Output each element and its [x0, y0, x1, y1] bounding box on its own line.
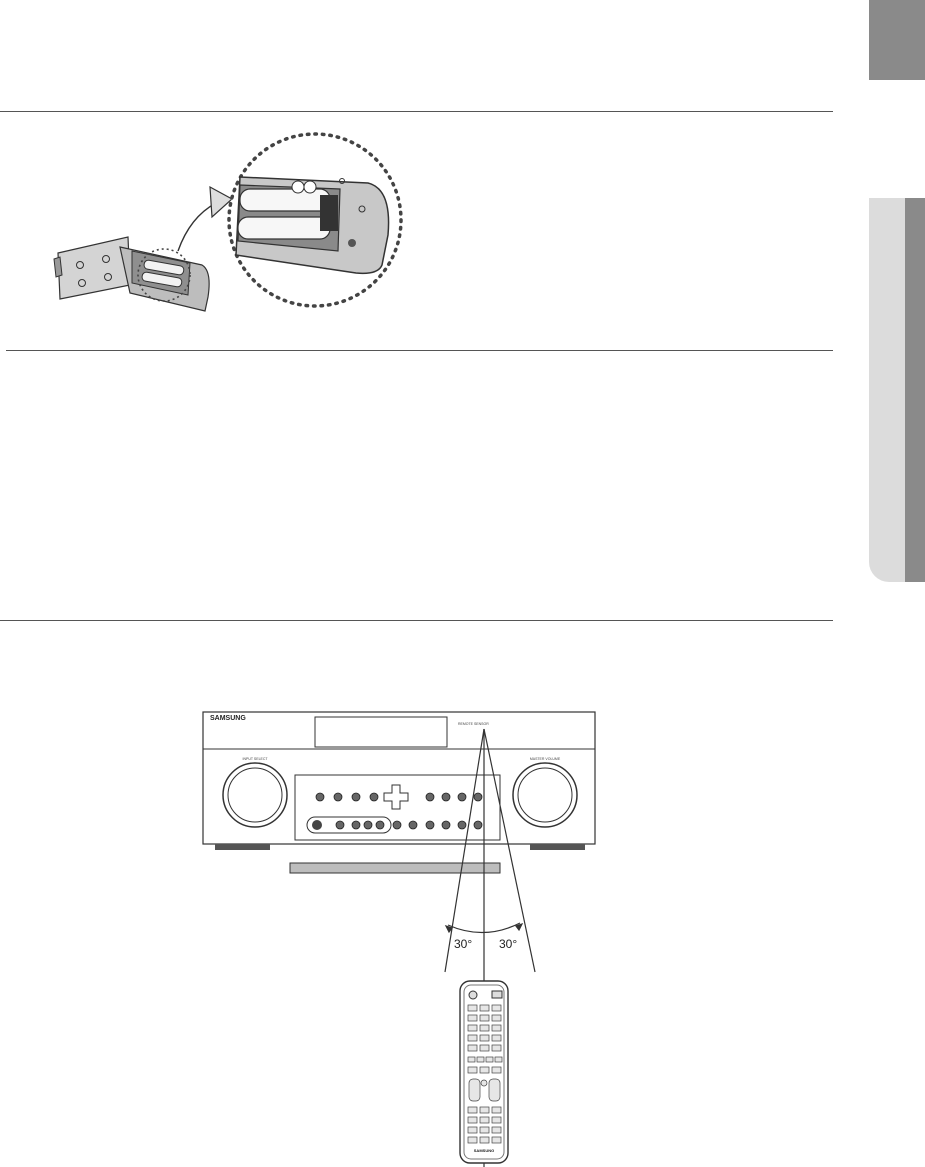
input-select-label: INPUT SELECT — [242, 757, 268, 761]
battery-installation-illustration — [53, 132, 403, 312]
remote-control-icon — [459, 980, 509, 1164]
receiver-front-panel — [202, 711, 596, 874]
input-select-knob — [222, 762, 288, 828]
master-volume-label: MASTER VOLUME — [530, 757, 561, 761]
remote-brand: SAMSUNG — [474, 1148, 494, 1153]
remote-battery-compartment-icon — [119, 246, 210, 312]
master-volume-knob — [512, 762, 578, 828]
curved-arrow-icon — [177, 185, 234, 252]
angle-left-label: 30° — [454, 937, 472, 951]
angle-right-label: 30° — [499, 937, 517, 951]
remote-operating-range-illustration: SAMSUNG INPUT SELECT MASTER VOLUME REMOT… — [202, 711, 596, 1167]
divider-bottom — [0, 620, 833, 621]
receiver-brand: SAMSUNG — [210, 715, 246, 722]
battery-cover-icon — [53, 236, 131, 300]
magnified-battery-detail-icon — [227, 132, 403, 308]
divider-top — [0, 111, 833, 112]
section-tab-dark — [905, 198, 925, 582]
divider-middle — [6, 350, 833, 351]
remote-sensor-label: REMOTE SENSOR — [458, 722, 489, 726]
section-tab-light — [869, 198, 905, 582]
chapter-tab — [869, 0, 925, 80]
